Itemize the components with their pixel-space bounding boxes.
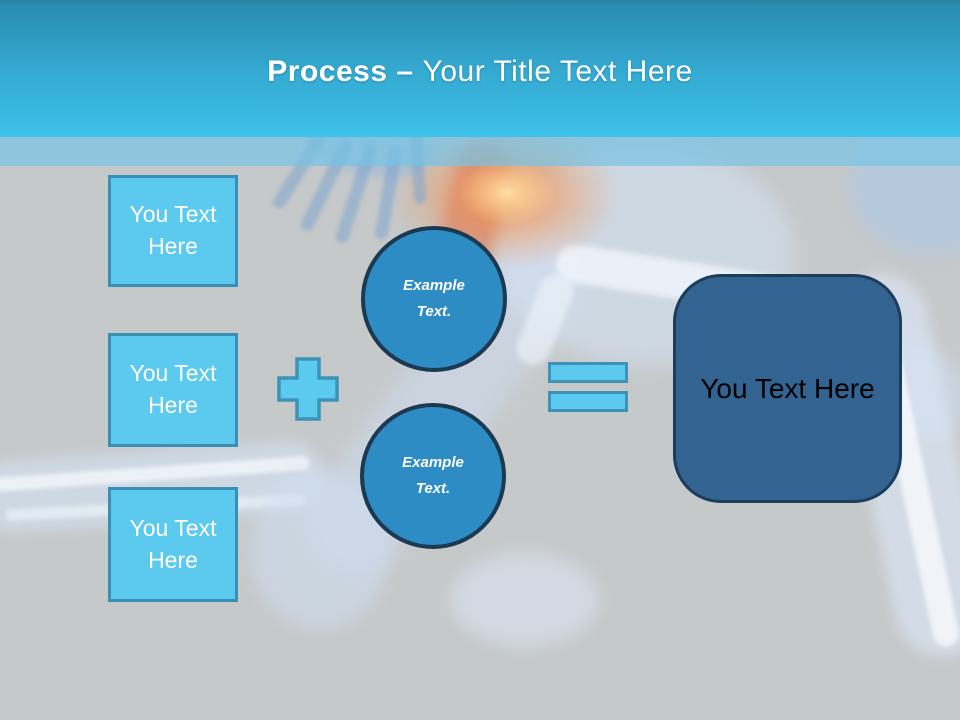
header-accent-band	[0, 137, 960, 166]
equals-bottom-bar	[548, 391, 628, 412]
example-circle-1-label: Example Text.	[403, 276, 465, 320]
title-placeholder-text: Your Title Text Here	[422, 54, 693, 88]
bg-hip-glow-core	[457, 160, 557, 226]
process-box-3[interactable]: You Text Here	[108, 487, 238, 602]
process-box-3-label: You Text Here	[129, 514, 217, 573]
slide-title[interactable]: Process –Your Title Text Here	[267, 49, 692, 89]
result-box[interactable]: You Text Here	[673, 274, 902, 503]
example-circle-2-label: Example Text.	[402, 453, 464, 497]
slide-header: Process –Your Title Text Here	[0, 0, 960, 137]
plus-icon	[277, 357, 339, 421]
equals-top-bar	[548, 362, 628, 383]
process-box-2[interactable]: You Text Here	[108, 333, 238, 447]
title-keyword: Process –	[267, 54, 414, 88]
process-box-1[interactable]: You Text Here	[108, 175, 238, 287]
result-box-label: You Text Here	[700, 372, 875, 404]
example-circle-2[interactable]: Example Text.	[360, 403, 506, 549]
bg-knee-shape	[450, 552, 600, 647]
process-box-2-label: You Text Here	[129, 360, 217, 418]
process-box-1-label: You Text Here	[129, 201, 217, 259]
example-circle-1[interactable]: Example Text.	[361, 226, 507, 372]
